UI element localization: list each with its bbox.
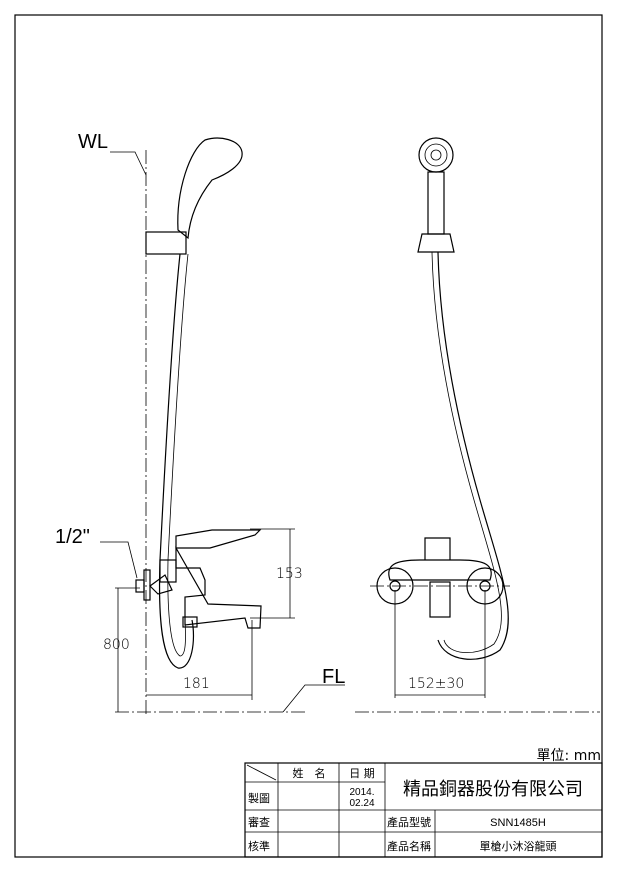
shower-holder-front (417, 233, 455, 253)
wl-leader (110, 151, 147, 176)
shower-head (418, 137, 454, 173)
front-view: 152±30 (355, 137, 600, 713)
date-line2: 02.24 (349, 798, 374, 809)
cartridge-cap (424, 537, 451, 560)
wl-label: WL (78, 131, 108, 153)
unit-label: 單位: mm (537, 748, 601, 764)
product-name-label: 產品名稱 (387, 839, 431, 853)
faucet-body (175, 545, 262, 629)
wall-flange (143, 569, 151, 601)
diverter (429, 581, 451, 618)
dim-181: 181 (183, 676, 210, 692)
col-date-header: 日 期 (349, 767, 375, 780)
faucet-body-front (388, 559, 492, 581)
hose-front (437, 251, 509, 660)
nut (159, 559, 177, 583)
lever-handle (175, 529, 262, 549)
shower-holder (145, 231, 187, 255)
date-line1: 2014. (349, 787, 374, 798)
dim-152: 152±30 (408, 676, 464, 692)
col-name-header: 姓 名 (293, 766, 326, 780)
hose-outer (158, 253, 195, 669)
row-drawn: 製圖 (248, 791, 270, 805)
dim-800: 800 (103, 637, 130, 653)
thread-label: 1/2" (55, 526, 90, 548)
company-name: 精品銅器股份有限公司 (403, 779, 583, 800)
dim-153: 153 (276, 566, 303, 582)
title-block: 單位: mm 姓 名 日 期 製圖 審查 核準 2014. 02.24 精品銅器… (244, 748, 603, 858)
hand-shower (177, 137, 243, 240)
row-checked: 審查 (248, 815, 270, 829)
side-view: WL 1/2" 153 800 181 FL (55, 131, 345, 715)
model-label: 產品型號 (387, 815, 431, 829)
model-value: SNN1485H (490, 817, 546, 829)
fl-label: FL (322, 666, 345, 688)
row-approved: 核準 (248, 839, 270, 853)
shower-handle (427, 171, 445, 235)
product-name-value: 單槍小沐浴龍頭 (480, 839, 557, 853)
